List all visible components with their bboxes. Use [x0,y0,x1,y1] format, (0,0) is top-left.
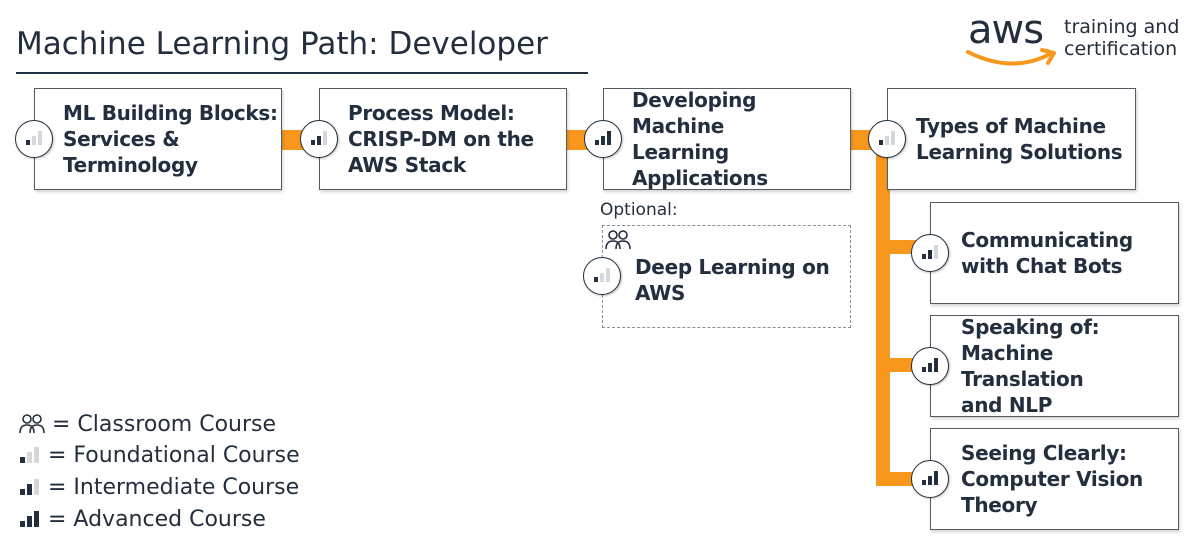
legend-text: = Classroom Course [52,411,277,437]
course-box-types-of-ml-solutions[interactable]: Types of Machine Learning Solutions [887,88,1136,190]
classroom-icon [19,414,45,434]
course-box-machine-translation[interactable]: Speaking of: Machine Translation and NLP [930,315,1179,417]
legend-item-advanced: = Advanced Course [18,505,266,533]
course-title: Speaking of: Machine Translation and NLP [961,315,1100,417]
aws-wordmark: aws [968,7,1044,53]
course-box-developing-ml-apps[interactable]: Developing Machine Learning Applications [603,88,851,190]
logo-tagline-line1: training and [1064,16,1180,38]
intermediate-level-icon [20,479,39,495]
course-box-deep-learning[interactable]: Deep Learning on AWS [602,225,851,328]
course-title: Seeing Clearly: Computer Vision Theory [961,441,1143,517]
course-box-computer-vision[interactable]: Seeing Clearly: Computer Vision Theory [930,428,1179,530]
course-title: Process Model: CRISP-DM on the AWS Stack [348,101,534,177]
course-title: Communicating with Chat Bots [961,228,1133,278]
title-underline [16,72,588,74]
legend-item-intermediate: = Intermediate Course [18,473,299,501]
legend-text: = Foundational Course [48,442,300,468]
connector-vertical-trunk [876,130,890,486]
logo-tagline-line2: certification [1064,38,1178,60]
intermediate-level-icon [300,120,338,158]
advanced-level-icon [911,460,949,498]
foundational-level-icon [15,120,53,158]
advanced-level-icon [911,347,949,385]
foundational-level-icon [20,447,39,463]
aws-smile-icon [966,48,1056,66]
course-box-chat-bots[interactable]: Communicating with Chat Bots [930,202,1179,304]
course-title: Types of Machine Learning Solutions [916,114,1123,164]
course-title: Deep Learning on AWS [635,254,830,305]
legend-item-classroom: = Classroom Course [18,410,276,438]
foundational-level-icon [583,257,621,295]
classroom-icon [605,230,631,250]
intermediate-level-icon [911,234,949,272]
page-title: Machine Learning Path: Developer [16,26,548,62]
optional-label: Optional: [600,200,678,220]
foundational-level-icon [868,120,906,158]
course-title: Developing Machine Learning Applications [632,88,768,190]
course-box-process-model[interactable]: Process Model: CRISP-DM on the AWS Stack [319,88,567,190]
course-box-ml-building-blocks[interactable]: ML Building Blocks: Services & Terminolo… [34,88,282,190]
logo-tagline: training and certification [1064,16,1179,60]
legend-text: = Advanced Course [48,506,266,532]
legend-text: = Intermediate Course [48,474,300,500]
advanced-level-icon [20,511,39,527]
advanced-level-icon [584,120,622,158]
course-title: ML Building Blocks: Services & Terminolo… [63,101,278,177]
legend-item-foundational: = Foundational Course [18,441,300,469]
